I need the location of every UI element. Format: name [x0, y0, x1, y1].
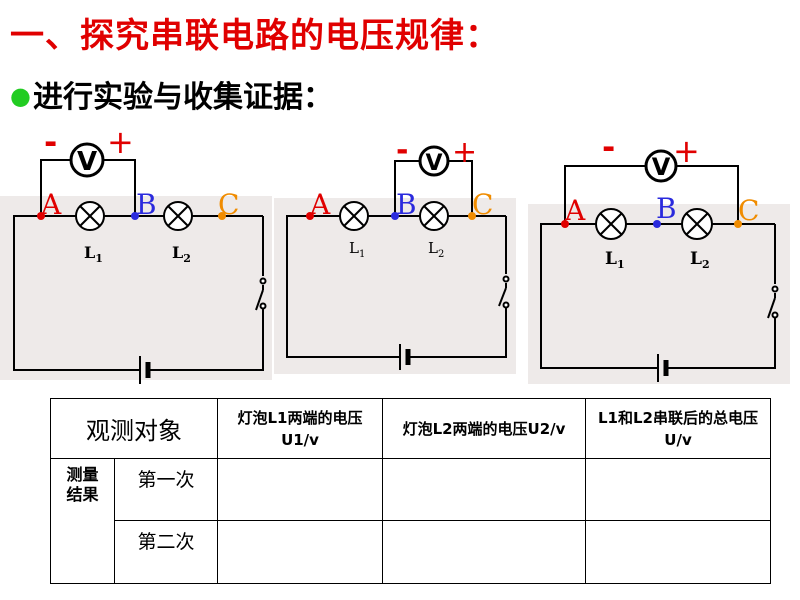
circuit-3-point-b	[653, 220, 661, 228]
circuit-3-label-b: B	[656, 192, 677, 225]
circuit-3-battery	[657, 354, 669, 382]
measurement-result-label: 测量结果	[50, 458, 115, 584]
circuit-2-lamp-1	[339, 201, 369, 231]
circuit-1-loop-right	[150, 306, 264, 371]
circuit-1-battery	[139, 356, 151, 384]
table-row: 测量结果 第一次	[50, 458, 771, 584]
trial-2-u-total-cell[interactable]	[585, 520, 771, 584]
trial-1-label: 第一次	[114, 458, 218, 521]
circuit-1-switch	[255, 277, 267, 311]
circuit-2-point-b	[391, 212, 399, 220]
circuit-2-label-a: A	[309, 188, 331, 221]
circuit-1-voltmeter-wire-right	[104, 159, 136, 216]
circuit-1-lamp-1	[75, 201, 105, 231]
trial-1-u-total-cell[interactable]	[585, 458, 771, 521]
circuit-2-lamp-2-label: L2	[428, 239, 444, 260]
circuit-3-lamp-2-label: L2	[690, 249, 710, 271]
circuit-2-panel	[274, 198, 516, 374]
measurement-table: 观测对象 灯泡L1两端的电压U1/v 灯泡L2两端的电压U2/v L1和L2串联…	[50, 398, 771, 584]
table-header-row: 观测对象 灯泡L1两端的电压U1/v 灯泡L2两端的电压U2/v L1和L2串联…	[50, 398, 771, 459]
circuit-3: V - + L1 L2 A B C	[528, 128, 790, 384]
column-header-u2: 灯泡L2两端的电压U2/v	[382, 398, 586, 459]
circuit-2-point-a	[306, 212, 314, 220]
circuit-1-label-a: A	[40, 188, 62, 221]
circuit-2-point-c	[468, 212, 476, 220]
circuit-2-voltmeter: V	[418, 145, 450, 177]
circuit-1-point-b	[131, 212, 139, 220]
circuit-2-plus-sign: +	[452, 135, 477, 170]
circuit-3-lamp-1	[595, 208, 627, 240]
section-subtitle: ●进行实验与收集证据：	[10, 72, 333, 116]
observation-object-header: 观测对象	[50, 398, 218, 459]
circuit-1-plus-sign: +	[107, 123, 134, 161]
circuit-3-minus-sign: -	[602, 128, 615, 166]
column-header-u1: 灯泡L1两端的电压U1/v	[217, 398, 383, 459]
circuit-3-label-a: A	[564, 194, 586, 227]
circuit-3-switch	[767, 285, 779, 319]
circuit-2-minus-sign: -	[396, 133, 408, 168]
section-subtitle-text: 进行实验与收集证据：	[32, 80, 333, 115]
column-header-u-total: L1和L2串联后的总电压U/v	[585, 398, 771, 459]
circuit-3-point-c	[734, 220, 742, 228]
page-title: 一、探究串联电路的电压规律：	[10, 16, 500, 56]
circuit-1-lamp-2	[163, 201, 193, 231]
circuit-3-plus-sign: +	[673, 132, 700, 170]
circuit-1-lamp-1-label: L1	[84, 243, 103, 265]
circuit-1-label-c: C	[218, 188, 239, 221]
circuit-1-voltmeter-wire	[40, 159, 70, 216]
circuit-2-lamp-2	[419, 201, 449, 231]
trial-2-u2-cell[interactable]	[382, 520, 586, 584]
circuit-1-voltmeter: V	[69, 142, 105, 178]
circuit-2: V - + L1 L2 A B C	[274, 133, 516, 374]
circuit-2-lamp-1-label: L1	[349, 239, 365, 260]
circuit-3-point-a	[561, 220, 569, 228]
circuit-1-minus-sign: -	[44, 123, 57, 161]
circuit-1-point-c	[218, 212, 226, 220]
circuit-2-battery	[399, 344, 411, 370]
trial-2-label: 第二次	[114, 520, 218, 584]
circuit-1-label-b: B	[136, 188, 157, 221]
circuit-2-label-b: B	[396, 188, 417, 221]
circuit-1-panel	[0, 196, 272, 380]
svg-text:V: V	[652, 153, 671, 181]
circuit-3-voltmeter: V	[644, 149, 678, 183]
circuit-1-loop-left	[13, 215, 140, 371]
circuit-2-label-c: C	[472, 188, 493, 221]
circuit-3-label-c: C	[738, 194, 759, 227]
trial-1-u2-cell[interactable]	[382, 458, 586, 521]
bullet-icon: ●	[10, 82, 31, 110]
svg-text:V: V	[77, 147, 97, 177]
trial-1-u1-cell[interactable]	[217, 458, 383, 521]
circuit-2-switch	[498, 275, 510, 309]
circuit-1-point-a	[37, 212, 45, 220]
circuit-1-lamp-2-label: L2	[172, 243, 191, 265]
circuit-3-lamp-2	[681, 208, 713, 240]
svg-text:V: V	[425, 151, 442, 176]
table-row: 第二次	[51, 520, 771, 584]
circuit-3-lamp-1-label: L1	[605, 249, 625, 271]
circuit-1: V - + L1 L2 A B C	[0, 123, 272, 384]
trial-2-u1-cell[interactable]	[217, 520, 383, 584]
